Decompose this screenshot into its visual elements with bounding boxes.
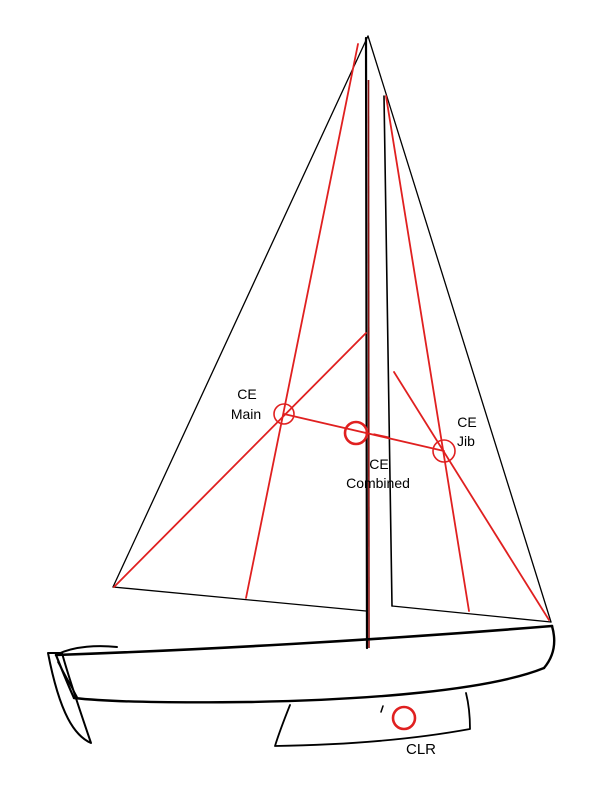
hull — [47, 624, 556, 744]
ce-connecting-line — [283, 413, 445, 452]
ce-main-marker — [273, 403, 295, 425]
ce-jib-label-line1: CE — [457, 414, 476, 430]
keel — [274, 692, 471, 747]
ce-combined-label-line1: CE — [369, 456, 388, 472]
mast — [364, 36, 370, 650]
mainsail-construction-lines — [113, 43, 367, 599]
jib-construction-lines — [385, 95, 550, 621]
clr-label: CLR — [406, 741, 436, 758]
mainsail — [112, 35, 369, 612]
ce-jib-marker — [432, 439, 456, 463]
jib — [367, 35, 552, 623]
ce-combined-label-line2: Combined — [346, 475, 410, 491]
ce-combined-marker — [343, 420, 369, 446]
ce-jib-label-line2: Jib — [457, 433, 475, 449]
ce-main-label-line2: Main — [231, 406, 261, 422]
ce-main-label-line1: CE — [237, 386, 256, 402]
clr-marker — [391, 705, 417, 731]
